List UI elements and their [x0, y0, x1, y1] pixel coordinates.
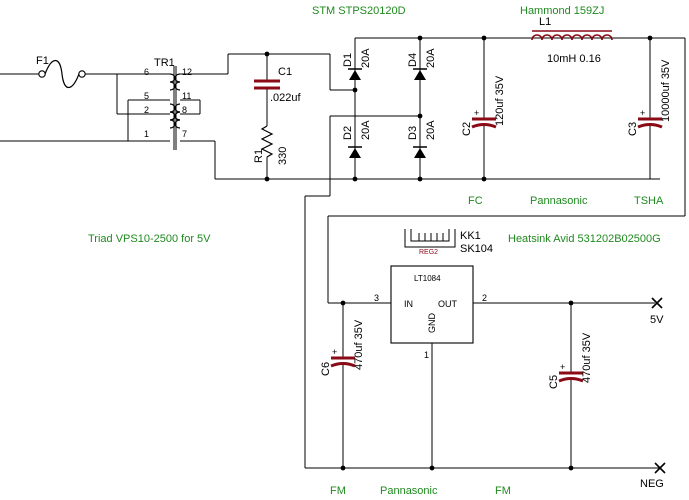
r1-value: 330 [277, 147, 289, 165]
c2-maker-label: FC [468, 195, 483, 207]
svg-text:+: + [640, 108, 645, 118]
c2-c3-maker-label: Pannasonic [530, 195, 588, 207]
d3-ref: D3 [407, 126, 419, 140]
tr-pin-7: 7 [182, 129, 187, 139]
d4-ref: D4 [407, 53, 419, 67]
heatsink-kk1 [404, 229, 456, 248]
heatsink-note: Heatsink Avid 531202B02500G [508, 233, 661, 245]
l1-ref: L1 [539, 16, 551, 28]
d1-ref: D1 [342, 53, 354, 67]
d4-rating: 20A [425, 48, 437, 68]
output-terminal-neg [654, 462, 666, 474]
output-terminal-5v [651, 297, 663, 309]
svg-text:+: + [474, 108, 479, 118]
capacitor-c2: + [471, 108, 497, 129]
diode-part-label: STM STPS20120D [312, 5, 406, 17]
diode-d1 [348, 68, 362, 80]
fuse-ref: F1 [36, 55, 49, 67]
d1-rating: 20A [360, 48, 372, 68]
regulator-pin-in: 3 [374, 293, 379, 303]
c5-maker-label: FM [495, 485, 511, 497]
fuse-f1 [38, 59, 86, 89]
tr-pin-1: 1 [144, 129, 149, 139]
c2-value: 120uf 35V [494, 75, 506, 126]
transformer-ref: TR1 [154, 57, 175, 69]
l1-value: 10mH 0.16 [547, 53, 601, 65]
svg-text:+: + [560, 362, 565, 372]
tr-pin-5: 5 [144, 91, 149, 101]
c3-value: 10000uf 35V [660, 59, 672, 122]
heatsink-ref: KK1 [460, 230, 481, 242]
c6-value: 470uf 35V [353, 319, 365, 370]
d3-rating: 20A [425, 120, 437, 140]
c3-ref: C3 [627, 122, 639, 136]
c2-ref: C2 [461, 122, 473, 136]
c6-ref: C6 [320, 362, 332, 376]
output-5v-label: 5V [650, 314, 664, 326]
tr-pin-8: 8 [182, 105, 187, 115]
regulator-gnd-label: GND [427, 313, 437, 334]
c6-maker-label: FM [330, 485, 346, 497]
regulator-pin-gnd: 1 [424, 350, 429, 360]
resistor-r1 [260, 125, 274, 158]
heatsink-package: REG2 [419, 249, 438, 256]
inductor-part-label: Hammond 159ZJ [520, 5, 604, 17]
transformer-tr1 [169, 66, 181, 150]
svg-text:+: + [332, 347, 337, 357]
heatsink-part: SK104 [460, 243, 493, 255]
c1-ref: C1 [278, 66, 292, 78]
d2-rating: 20A [360, 120, 372, 140]
regulator-part: LT1084 [414, 274, 441, 283]
tr-pin-2: 2 [144, 105, 149, 115]
transformer-note: Triad VPS10-2500 for 5V [88, 233, 211, 245]
capacitor-c3: + [637, 108, 663, 129]
d2-ref: D2 [342, 126, 354, 140]
c3-maker-label: TSHA [634, 195, 664, 207]
capacitor-c5: + [558, 362, 584, 383]
output-neg-label: NEG [640, 478, 664, 490]
diode-d2 [348, 146, 362, 158]
regulator-out-label: OUT [438, 299, 458, 309]
c5-ref: C5 [548, 375, 560, 389]
capacitor-c6: + [330, 347, 356, 368]
r1-ref: R1 [253, 149, 265, 163]
inductor-l1 [531, 30, 613, 41]
regulator-in-label: IN [404, 299, 413, 309]
regulator-pin-out: 2 [482, 293, 487, 303]
diode-d3 [413, 146, 427, 158]
diode-d4 [413, 68, 427, 80]
tr-pin-11: 11 [182, 91, 191, 101]
c5-value: 470uf 35V [581, 332, 593, 383]
c1-value: .022uf [270, 92, 302, 104]
tr-pin-12: 12 [182, 67, 192, 77]
capacitor-c1 [254, 79, 280, 90]
regulator-maker-label: Pannasonic [380, 485, 438, 497]
regulator-lt1084 [390, 265, 474, 344]
tr-pin-6: 6 [144, 67, 149, 77]
